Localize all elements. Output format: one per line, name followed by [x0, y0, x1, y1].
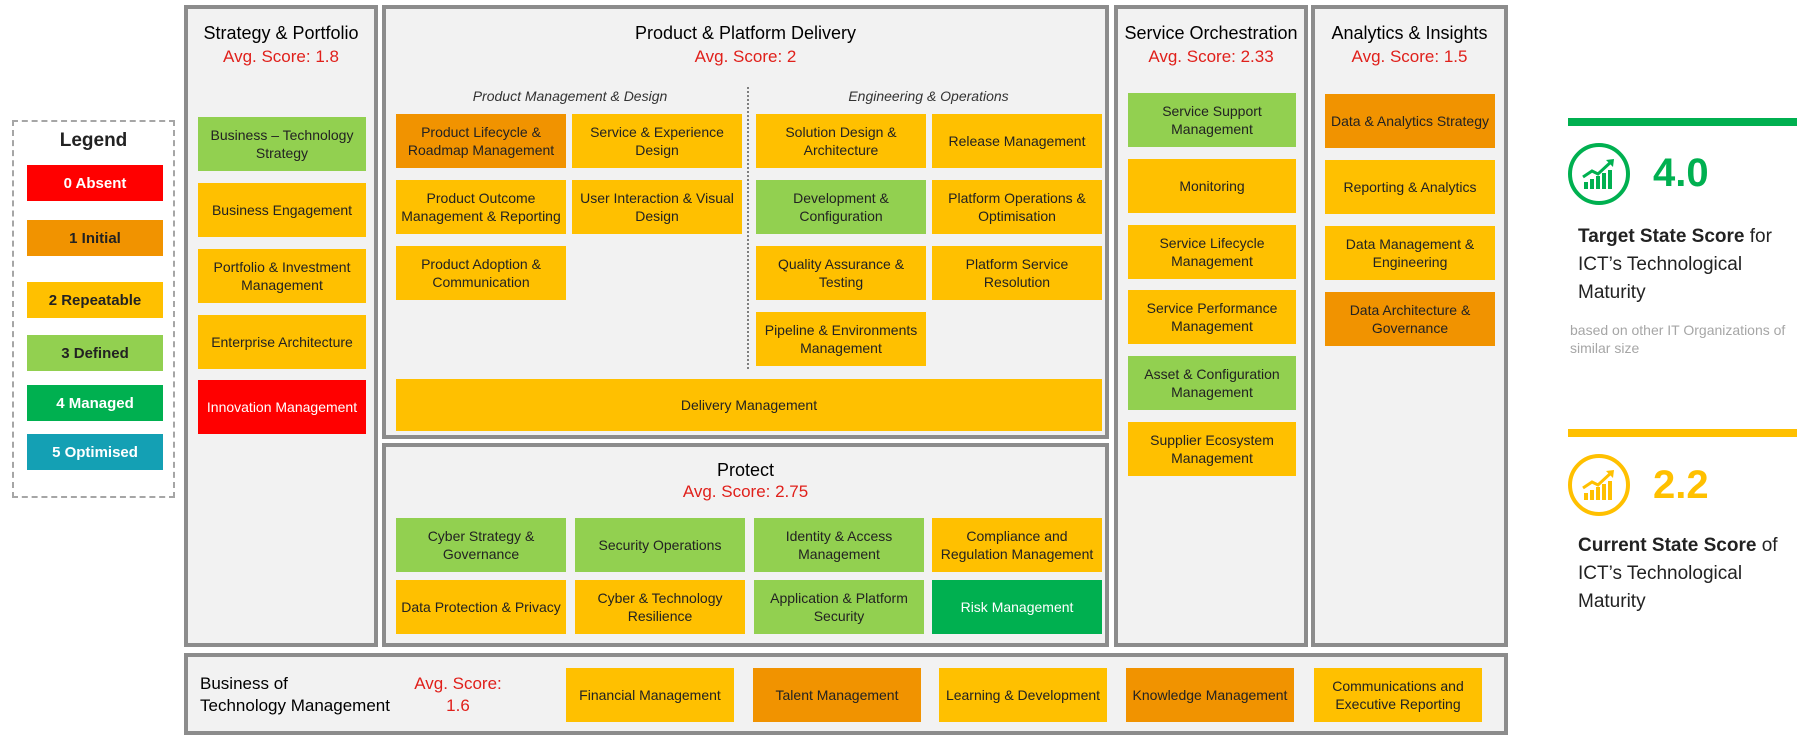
- strategy-portfolio-panel: Strategy & Portfolio Avg. Score: 1.8 Bus…: [184, 5, 378, 647]
- current-score-bar: [1568, 429, 1797, 437]
- legend-item-defined: 3 Defined: [27, 335, 163, 371]
- analytics-insights-panel: Analytics & Insights Avg. Score: 1.5 Dat…: [1311, 5, 1508, 647]
- business-technology-management-panel: Business of Technology Management Avg. S…: [184, 653, 1508, 735]
- panel-title-line1: Business of: [200, 674, 288, 693]
- capability-card: Service & Experience Design: [572, 114, 742, 168]
- current-score-label: Current State Score: [1578, 535, 1757, 556]
- capability-card: Asset & Configuration Management: [1128, 356, 1296, 410]
- legend-item-repeatable: 2 Repeatable: [27, 282, 163, 318]
- capability-card: Data Protection & Privacy: [396, 580, 566, 634]
- target-circle: [1568, 143, 1630, 205]
- target-score-description: Target State Score for ICT’s Technologic…: [1578, 223, 1803, 307]
- capability-card: Solution Design & Architecture: [756, 114, 926, 168]
- capability-card: Data Management & Engineering: [1325, 226, 1495, 280]
- panel-avg-score-line1: Avg. Score:: [414, 674, 502, 693]
- capability-card: Platform Operations & Optimisation: [932, 180, 1102, 234]
- target-score-label: Target State Score: [1578, 226, 1745, 247]
- capability-card: Financial Management: [566, 668, 734, 722]
- panel-title: Product & Platform Delivery: [634, 23, 857, 43]
- capability-card: Service Performance Management: [1128, 290, 1296, 344]
- capability-card: Cyber Strategy & Governance: [396, 518, 566, 572]
- capability-card: Risk Management: [932, 580, 1102, 634]
- panel-avg-score: Avg. Score: 2.75: [682, 482, 809, 501]
- legend: Legend 0 Absent 1 Initial 2 Repeatable 3…: [12, 120, 175, 498]
- growth-chart-icon: [1582, 159, 1614, 189]
- capability-card: Learning & Development: [939, 668, 1107, 722]
- capability-card: Delivery Management: [396, 379, 1102, 431]
- legend-item-optimised: 5 Optimised: [27, 434, 163, 470]
- panel-title-line2: Technology Management: [200, 696, 390, 715]
- target-score-bar: [1568, 118, 1797, 126]
- capability-card: Enterprise Architecture: [198, 315, 366, 369]
- subsection-title: Engineering & Operations: [848, 88, 1009, 104]
- panel-avg-score: Avg. Score: 1.6: [408, 673, 508, 717]
- capability-card: Release Management: [932, 114, 1102, 168]
- section-divider: [747, 87, 749, 369]
- capability-card: Cyber & Technology Resilience: [575, 580, 745, 634]
- capability-card: Compliance and Regulation Management: [932, 518, 1102, 572]
- capability-card: Service Support Management: [1128, 93, 1296, 147]
- product-platform-panel: Product & Platform Delivery Avg. Score: …: [382, 5, 1109, 439]
- panel-avg-score: Avg. Score: 1.5: [1351, 47, 1468, 66]
- capability-card: Supplier Ecosystem Management: [1128, 422, 1296, 476]
- capability-card: Service Lifecycle Management: [1128, 225, 1296, 279]
- capability-card: Data & Analytics Strategy: [1325, 94, 1495, 148]
- current-circle: [1568, 454, 1630, 516]
- capability-card: Business Engagement: [198, 183, 366, 237]
- capability-card: Platform Service Resolution: [932, 246, 1102, 300]
- legend-item-absent: 0 Absent: [27, 165, 163, 201]
- capability-card: Business – Technology Strategy: [198, 117, 366, 171]
- panel-avg-score: Avg. Score: 1.8: [223, 47, 339, 66]
- capability-card: Monitoring: [1128, 159, 1296, 213]
- capability-card: Communications and Executive Reporting: [1314, 668, 1482, 722]
- current-score-value: 2.2: [1653, 463, 1709, 507]
- capability-card: Development & Configuration: [756, 180, 926, 234]
- protect-panel: Protect Avg. Score: 2.75 Cyber Strategy …: [382, 443, 1109, 647]
- current-score-description: Current State Score of ICT’s Technologic…: [1578, 532, 1803, 616]
- panel-title: Protect: [716, 460, 775, 480]
- capability-card: Talent Management: [753, 668, 921, 722]
- legend-title: Legend: [59, 130, 128, 151]
- service-orchestration-panel: Service Orchestration Avg. Score: 2.33 S…: [1114, 5, 1308, 647]
- target-score-description-rest: for ICT’s Technological Maturity: [1578, 226, 1772, 303]
- capability-card: User Interaction & Visual Design: [572, 180, 742, 234]
- subsection-title: Product Management & Design: [472, 88, 668, 104]
- target-score-value: 4.0: [1653, 151, 1709, 195]
- capability-card: Portfolio & Investment Management: [198, 249, 366, 303]
- panel-avg-score: Avg. Score: 2.33: [1148, 47, 1274, 66]
- capability-card: Data Architecture & Governance: [1325, 292, 1495, 346]
- capability-card: Reporting & Analytics: [1325, 160, 1495, 214]
- capability-card: Innovation Management: [198, 380, 366, 434]
- capability-card: Product Lifecycle & Roadmap Management: [396, 114, 566, 168]
- capability-card: Application & Platform Security: [754, 580, 924, 634]
- target-score-note: based on other IT Organizations of simil…: [1570, 322, 1786, 356]
- capability-card: Product Adoption & Communication: [396, 246, 566, 300]
- capability-card: Quality Assurance & Testing: [756, 246, 926, 300]
- capability-card: Product Outcome Management & Reporting: [396, 180, 566, 234]
- capability-card: Identity & Access Management: [754, 518, 924, 572]
- current-score-description-rest: of ICT’s Technological Maturity: [1578, 535, 1778, 612]
- growth-chart-icon: [1582, 470, 1614, 500]
- legend-item-managed: 4 Managed: [27, 385, 163, 421]
- panel-avg-score: Avg. Score: 2: [694, 47, 797, 66]
- panel-title: Analytics & Insights: [1331, 23, 1488, 43]
- panel-avg-score-line2: 1.6: [446, 696, 470, 715]
- capability-card: Security Operations: [575, 518, 745, 572]
- panel-title: Service Orchestration: [1124, 23, 1298, 43]
- panel-title: Business of Technology Management: [200, 673, 390, 717]
- capability-card: Knowledge Management: [1126, 668, 1294, 722]
- capability-card: Pipeline & Environments Management: [756, 312, 926, 366]
- panel-title: Strategy & Portfolio: [203, 23, 359, 43]
- legend-item-initial: 1 Initial: [27, 220, 163, 256]
